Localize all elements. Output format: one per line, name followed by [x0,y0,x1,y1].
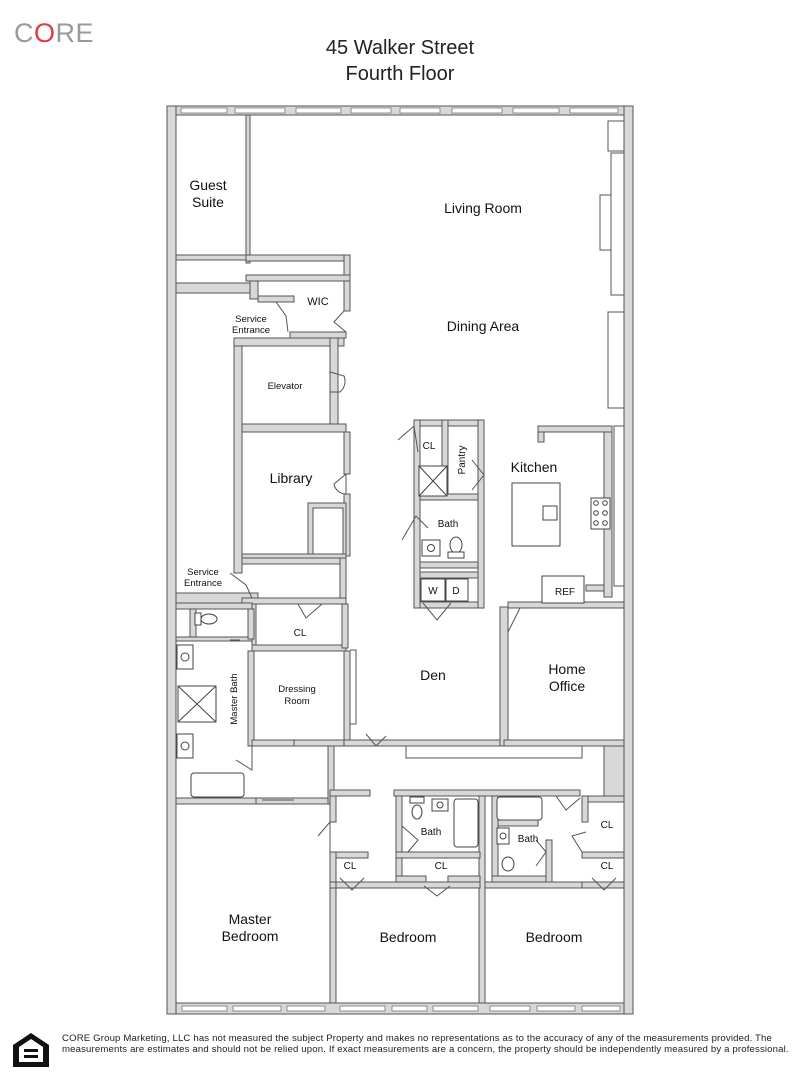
door-swings [229,301,617,897]
label-guest-suite-2: Suite [192,194,224,210]
disclaimer-text: CORE Group Marketing, LLC has not measur… [62,1033,789,1055]
label-guest-suite-1: Guest [189,177,226,193]
label-cl-bed-left: CL [344,861,357,872]
label-master-bedroom-1: Master [229,911,272,927]
bottom-windows [181,1005,621,1012]
label-d: D [452,586,459,597]
label-master-bath: Master Bath [229,673,240,724]
label-bath-left: Bath [421,827,442,838]
label-ref: REF [555,587,575,598]
label-home-office-1: Home [548,661,586,677]
label-living-room: Living Room [444,200,522,216]
label-service-entrance-top-2: Entrance [232,325,270,336]
top-windows [180,107,619,114]
plan-floor: Fourth Floor [345,63,455,85]
plan-address: 45 Walker Street [325,37,475,59]
label-cl-right-top: CL [601,820,614,831]
interior-walls [175,114,625,1004]
label-cl-bed-center: CL [435,861,448,872]
room-labels: Guest Suite Living Room WIC Service Entr… [184,177,614,945]
label-master-bedroom-2: Bedroom [222,928,279,944]
label-wic: WIC [307,296,328,308]
right-bay-windows [599,120,625,587]
label-bedroom-center: Bedroom [380,929,437,945]
label-pantry: Pantry [457,446,468,475]
label-library: Library [270,470,313,486]
equal-housing-opportunity-icon [13,1033,49,1067]
label-cl-master: CL [294,628,307,639]
label-elevator: Elevator [268,381,303,392]
label-dressing-room-2: Room [284,696,309,707]
label-dressing-room-1: Dressing [278,684,316,695]
label-dining-area: Dining Area [447,318,520,334]
fixtures [176,465,611,872]
label-den: Den [420,667,446,683]
label-cl-center: CL [423,441,436,452]
label-service-entrance-bottom-1: Service [187,567,219,578]
label-bath-right: Bath [518,834,539,845]
label-cl-right-bottom: CL [601,861,614,872]
label-service-entrance-bottom-2: Entrance [184,578,222,589]
label-service-entrance-top-1: Service [235,314,267,325]
label-bath-center: Bath [438,519,459,530]
label-kitchen: Kitchen [511,459,558,475]
core-logo: CORE [14,18,95,48]
label-bedroom-right: Bedroom [526,929,583,945]
label-w: W [428,586,438,597]
floor-plan: Guest Suite Living Room WIC Service Entr… [166,105,634,1015]
label-home-office-2: Office [549,678,586,694]
